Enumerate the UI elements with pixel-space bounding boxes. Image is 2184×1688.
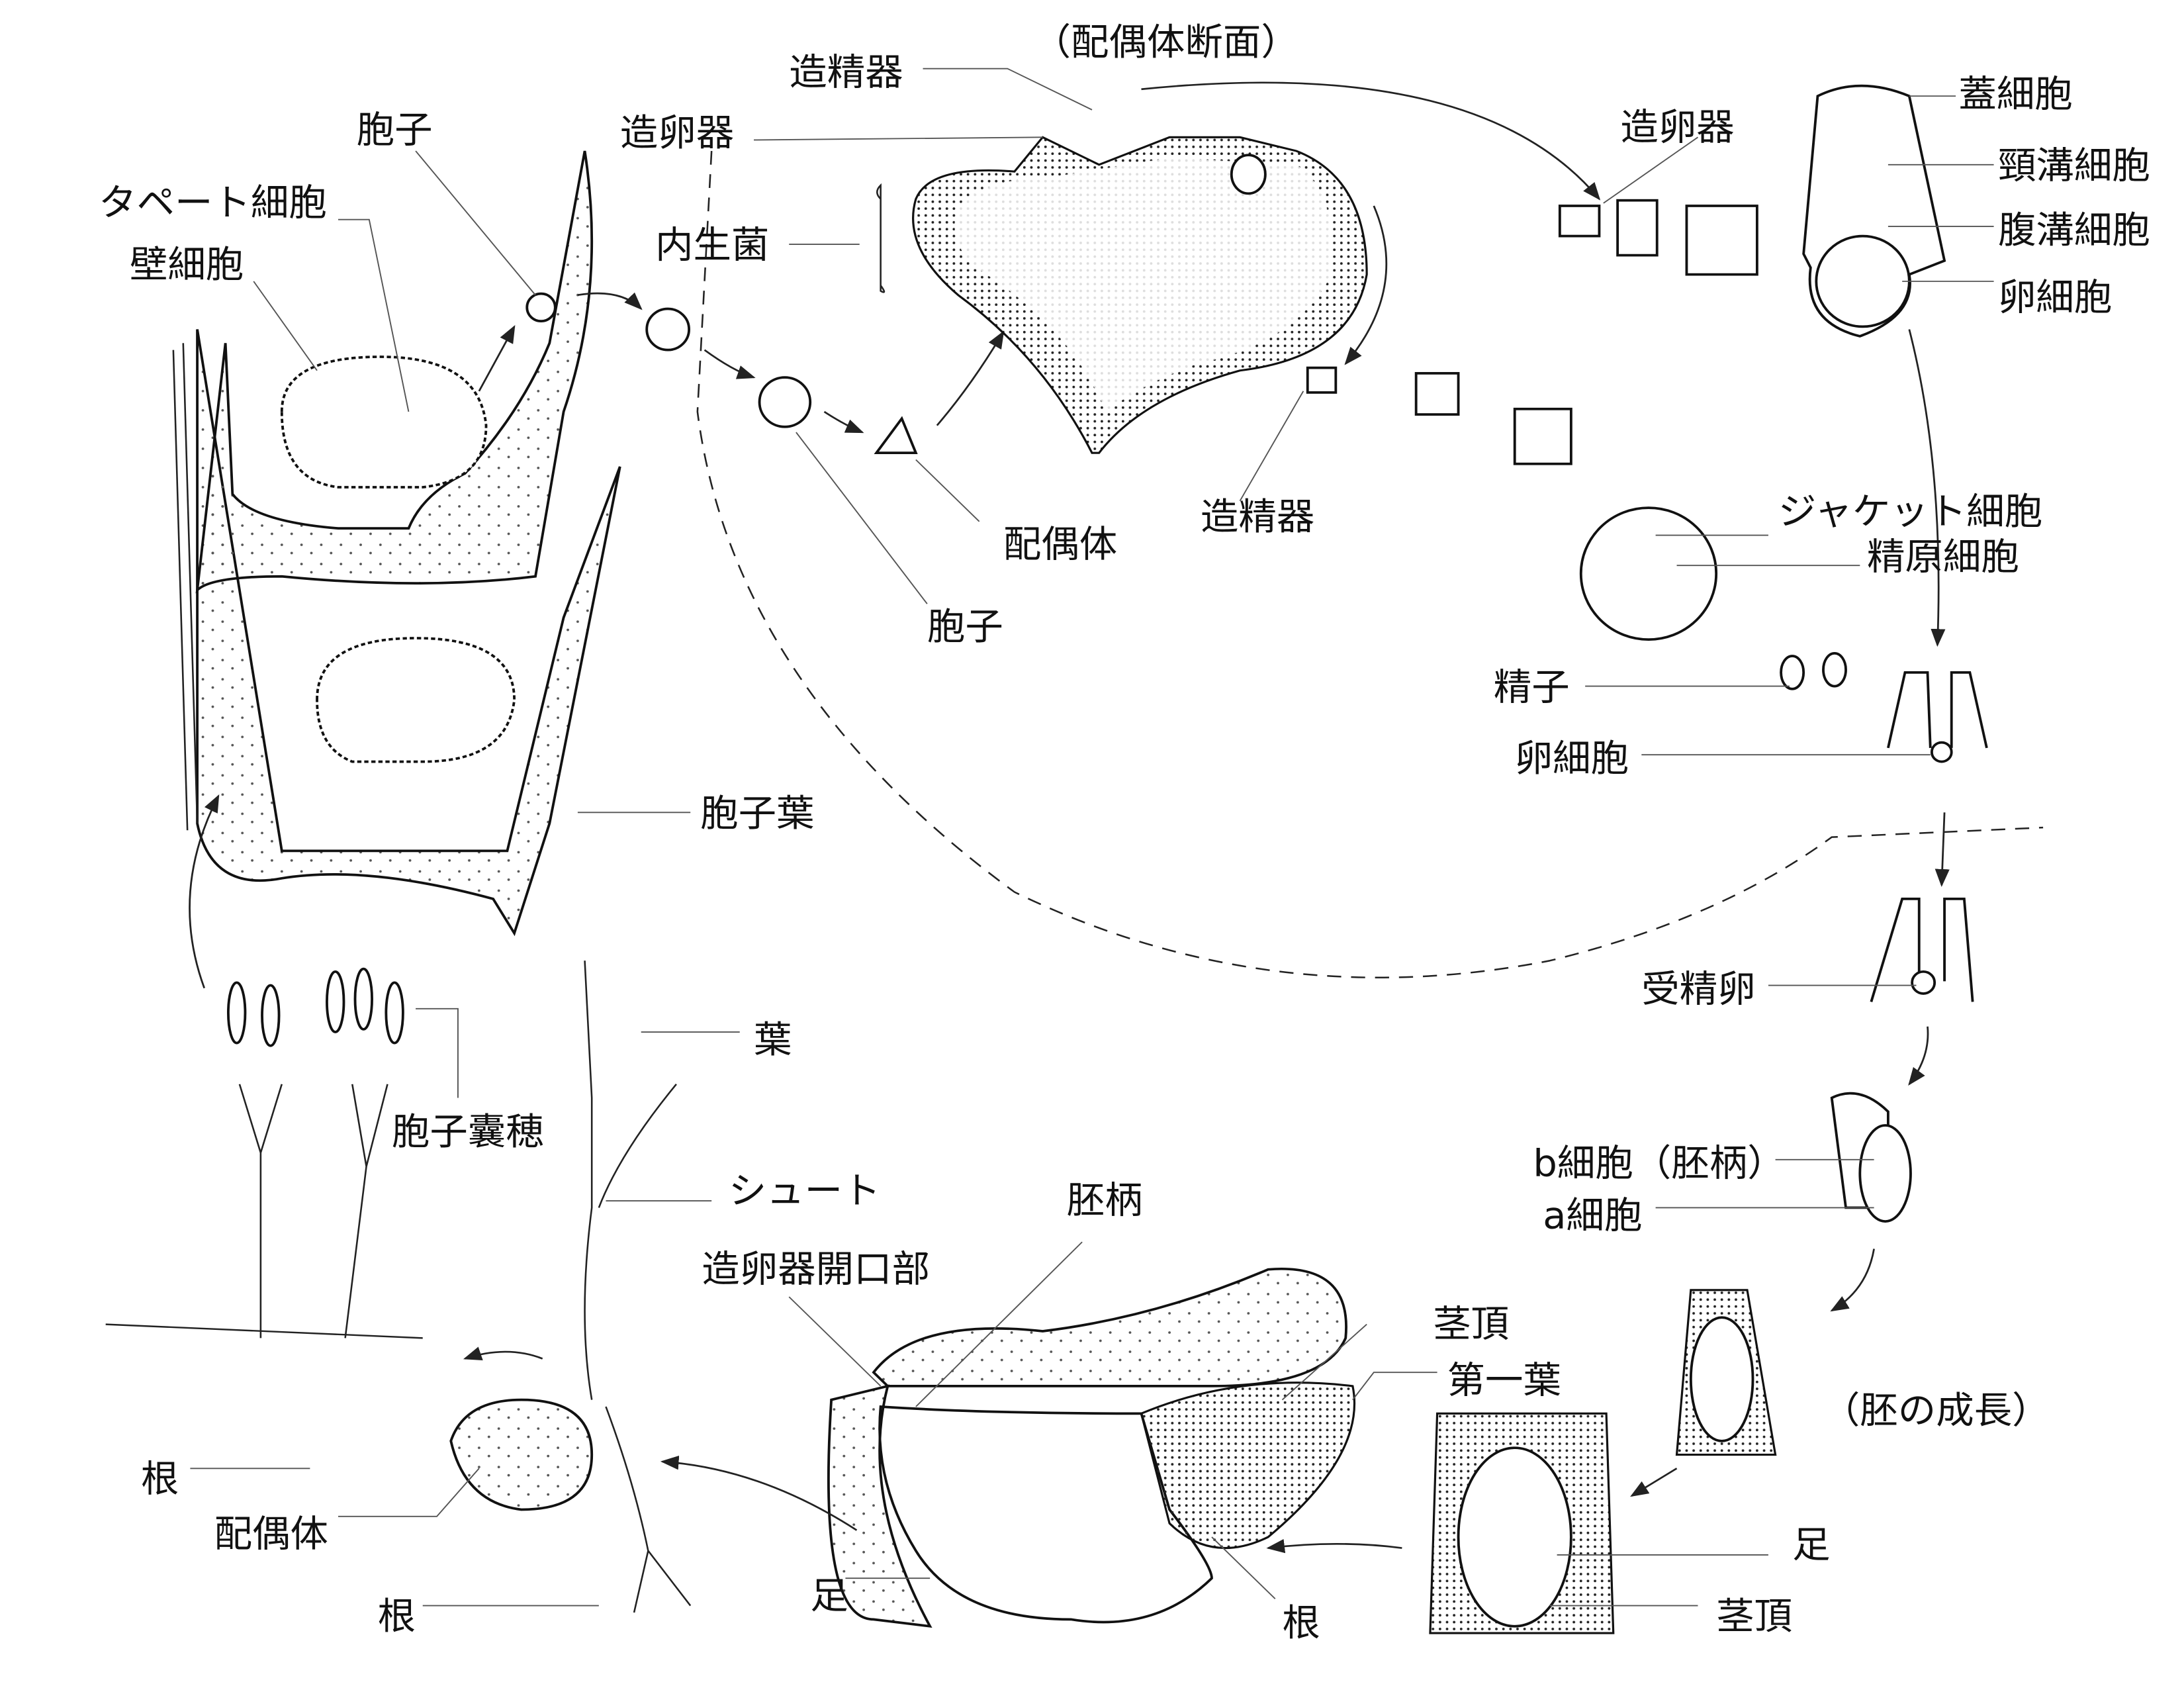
label-a-cell: a細胞 (1543, 1194, 1642, 1237)
label-gametophyte-section: （配偶体断面） (1033, 21, 1299, 64)
label-jacket-cell: ジャケット細胞 (1778, 491, 2042, 534)
label-root: 根 (1282, 1602, 1320, 1645)
spore-development-drawing (478, 292, 1005, 455)
label-cover-cell: 蓋細胞 (1958, 73, 2072, 116)
label-neck-canal-cell: 頸溝細胞 (1998, 144, 2150, 187)
spore-shape (525, 292, 557, 322)
label-egg-cell: 卵細胞 (1998, 276, 2112, 319)
label-embryo-growth: （胚の成長） (1822, 1389, 2050, 1432)
label-ventral-canal-cell: 腹溝細胞 (1998, 209, 2150, 252)
sporophyte-plants-drawing (105, 961, 692, 1613)
label-b-cell: b細胞（胚柄） (1533, 1142, 1785, 1185)
label-foot: 足 (1792, 1524, 1830, 1567)
label-leaf: 葉 (754, 1019, 792, 1062)
label-foot: 足 (810, 1574, 848, 1617)
label-spore: 胞子 (357, 109, 433, 152)
label-gametophyte: 配偶体 (1003, 523, 1117, 566)
label-root: 根 (378, 1595, 416, 1638)
label-root: 根 (141, 1458, 179, 1501)
label-shoot-apex: 茎頂 (1433, 1303, 1509, 1346)
label-archegonium: 造卵器 (1620, 106, 1734, 149)
archegonium-development-drawing (1306, 84, 1988, 1634)
label-antheridium: 造精器 (1201, 496, 1314, 539)
label-spermatogenous-cell: 精原細胞 (1867, 536, 2019, 579)
label-egg-cell: 卵細胞 (1515, 737, 1629, 780)
embryo-section-drawing (660, 1267, 1402, 1628)
label-archegonium: 造卵器 (620, 111, 734, 154)
label-gametophyte: 配偶体 (214, 1513, 328, 1556)
label-sperm: 精子 (1494, 666, 1570, 709)
label-antheridium: 造精器 (789, 51, 903, 94)
gametophyte-section-drawing (876, 81, 1601, 454)
label-archegonium-opening: 造卵器開口部 (702, 1248, 930, 1291)
label-first-leaf: 第一葉 (1447, 1359, 1561, 1402)
label-zygote: 受精卵 (1641, 968, 1755, 1011)
label-strobilus: 胞子囊穂 (392, 1111, 544, 1154)
label-wall-cell: 壁細胞 (130, 243, 244, 286)
label-endophytic-fungus: 内生菌 (655, 224, 769, 267)
label-suspensor: 胚柄 (1067, 1179, 1143, 1222)
leader-lines (190, 68, 1994, 1607)
label-tapetum-cell: タペート細胞 (99, 181, 327, 224)
label-spore: 胞子 (927, 606, 1003, 649)
label-sporophyll: 胞子葉 (700, 792, 814, 835)
sporophyll-section-drawing (172, 150, 621, 989)
spore-shape (645, 307, 691, 352)
label-shoot: シュート (729, 1170, 881, 1213)
spore-shape (758, 376, 812, 428)
labels: （配偶体断面） 造精器 造卵器 胞子 タペート細胞 壁細胞 内生菌 造卵器 蓋細… (99, 21, 2150, 1645)
generation-boundary-line (696, 150, 2044, 978)
label-shoot-apex: 茎頂 (1716, 1595, 1792, 1638)
